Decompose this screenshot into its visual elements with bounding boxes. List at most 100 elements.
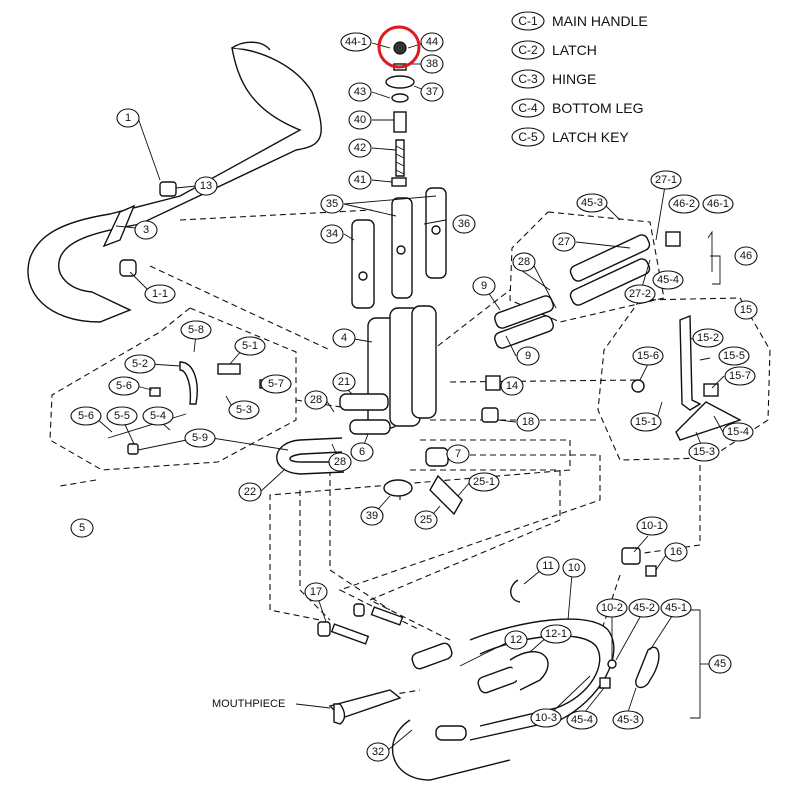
callout-badge: 4 [332,328,356,348]
callout-badge: 34 [320,224,344,244]
callout-label: 32 [372,746,384,758]
callout-badge: 45-4 [652,270,684,290]
callout-label: 46 [740,250,752,262]
legend-code: C-1 [518,14,538,28]
callout-label: 5-7 [268,378,284,390]
callout-badge: 45 [708,654,732,674]
callout-label: 3 [143,224,149,236]
callout-label: 15-7 [729,370,751,382]
callout-badge: 15-6 [632,346,664,366]
callout-label: 46-1 [707,198,729,210]
legend-item: C-2 LATCH [511,40,597,60]
callout-badge: 5-6 [108,376,140,396]
callout-label: 45-1 [665,602,687,614]
callout-badge: 5-9 [184,428,216,448]
callout-badge: 44-1 [340,32,372,52]
callout-label: 5-5 [114,410,130,422]
callout-badge: 10-3 [530,708,562,728]
callout-label: 5-3 [236,404,252,416]
callout-label: 15-2 [697,332,719,344]
callout-label: 28 [310,394,322,406]
callout-label: 15-1 [635,416,657,428]
callout-badge: 10-1 [636,516,668,536]
callout-badge: 38 [420,54,444,74]
legend-item: C-5 LATCH KEY [511,127,629,147]
callout-label: 27-2 [629,288,651,300]
callout-label: 15-4 [727,426,749,438]
callout-label: 11 [542,560,553,572]
callout-badge: 12 [504,630,528,650]
mouthpiece-label: MOUTHPIECE [212,698,285,710]
callout-badge: 11 [536,556,560,576]
callout-badge: 14 [500,376,524,396]
callout-label: 34 [326,228,338,240]
callout-badge: 39 [360,506,384,526]
callout-label: 35 [326,198,338,210]
legend-label: LATCH [552,42,597,58]
callout-label: 1-1 [152,288,168,300]
callout-label: 5-1 [242,340,258,352]
callout-badge: 45-3 [612,710,644,730]
callout-badge: 28 [512,252,536,272]
callout-label: 10-3 [535,712,557,724]
callout-badge: 18 [516,412,540,432]
callout-label: 38 [426,58,438,70]
callout-label: 15-5 [723,350,745,362]
callout-label: 5 [79,522,85,534]
callout-badge: 13 [194,176,218,196]
callout-badge: 22 [238,482,262,502]
callout-badge: 45-2 [628,598,660,618]
callout-badge: 28 [304,390,328,410]
legend-label: HINGE [552,71,596,87]
legend-item: C-4 BOTTOM LEG [511,98,644,118]
callout-badge: 44 [420,32,444,52]
callout-badge: 5-2 [124,354,156,374]
legend-code: C-2 [518,43,538,57]
callout-badge: 5-8 [180,320,212,340]
legend-label: LATCH KEY [552,129,629,145]
callout-badge: 25-1 [468,472,500,492]
callout-badge: 43 [348,82,372,102]
callout-label: 17 [310,586,322,598]
callout-badge: 42 [348,138,372,158]
callout-badge: 45-3 [576,193,608,213]
legend-code: C-4 [518,101,538,115]
callout-badge: 7 [446,444,470,464]
callout-badge: 10 [562,558,586,578]
callout-label: 28 [518,256,530,268]
callout-label: 5-9 [192,432,208,444]
callout-label: 45-3 [581,197,603,209]
callout-badge: 16 [664,542,688,562]
highlight-circle [377,25,421,69]
callout-label: 25-1 [473,476,495,488]
callout-label: 45 [714,658,726,670]
callout-label: 5-2 [132,358,148,370]
callout-badge: 15-7 [724,366,756,386]
callout-label: 12 [510,634,522,646]
callout-badge: 5-7 [260,374,292,394]
callout-badge: 15-5 [718,346,750,366]
callout-badge: 35 [320,194,344,214]
callout-badge: 12-1 [540,624,572,644]
callout-label: 45-4 [571,714,593,726]
callout-badge: 5-1 [234,336,266,356]
callout-label: 10 [568,562,580,574]
callout-badge: 5-6 [70,406,102,426]
callout-label: 27 [558,236,570,248]
callout-label: 12-1 [545,628,567,640]
legend-code: C-5 [518,130,538,144]
callout-label: 42 [354,142,366,154]
legend-item: C-3 HINGE [511,69,596,89]
callout-badge: 25 [414,510,438,530]
callout-badge: 10-2 [596,598,628,618]
callout-badge: 15-3 [688,442,720,462]
callout-badge: 15-2 [692,328,724,348]
legend-code: C-3 [518,72,538,86]
callout-badge: 5-3 [228,400,260,420]
callout-badge: 6 [350,442,374,462]
callout-badge: 5 [70,518,94,538]
callout-label: 1 [125,112,131,124]
callout-badge: 3 [134,220,158,240]
callout-label: 15-3 [693,446,715,458]
callout-label: 27-1 [655,174,677,186]
